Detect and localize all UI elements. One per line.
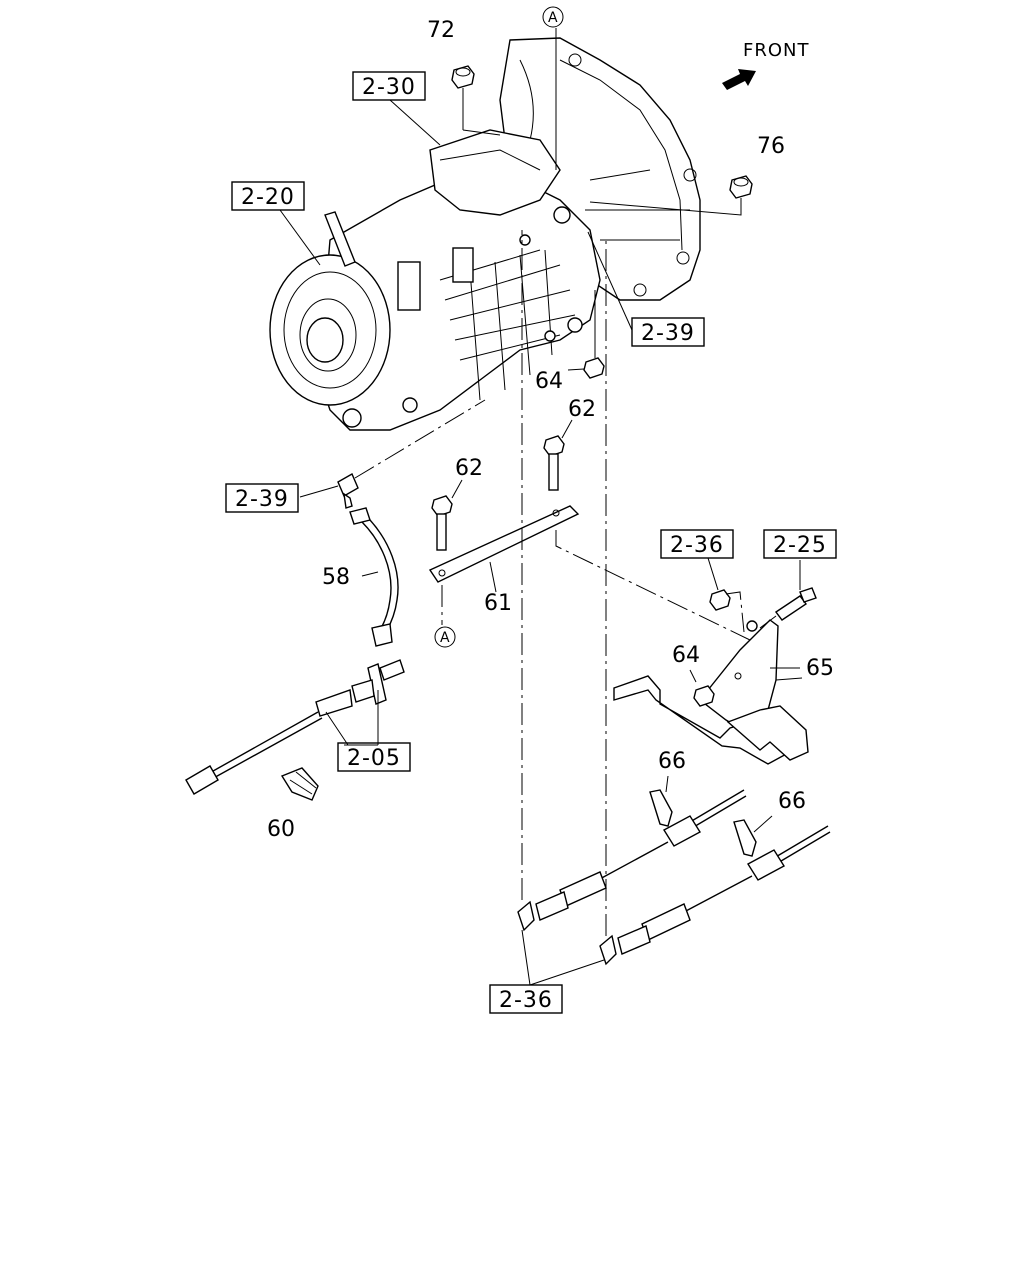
callout-64-lower: 64 bbox=[672, 643, 700, 668]
callout-65: 65 bbox=[806, 656, 834, 681]
svg-text:A: A bbox=[440, 630, 450, 646]
part-76-nut bbox=[589, 175, 753, 216]
shift-cable-lower bbox=[599, 240, 831, 966]
callout-61: 61 bbox=[484, 591, 512, 616]
shift-cable-upper bbox=[517, 230, 747, 932]
part-66-clip-right bbox=[733, 815, 773, 857]
reference-box-2-20: 2-20 bbox=[231, 181, 305, 211]
svg-text:2-36: 2-36 bbox=[670, 533, 724, 558]
front-direction-indicator: FRONT bbox=[722, 40, 810, 90]
callout-66-left: 66 bbox=[658, 749, 686, 774]
svg-text:2-30: 2-30 bbox=[362, 75, 416, 100]
part-65-bracket bbox=[613, 619, 809, 765]
leader-lines bbox=[279, 28, 800, 986]
marker-a-top: A bbox=[542, 6, 564, 28]
part-62-bolt-left bbox=[431, 479, 463, 551]
svg-text:2-05: 2-05 bbox=[347, 746, 401, 771]
reference-box-2-05: 2-05 bbox=[337, 742, 411, 772]
part-205-speedometer-cable bbox=[185, 659, 405, 795]
part-236-nut bbox=[707, 557, 745, 633]
callout-62-right: 62 bbox=[568, 397, 596, 422]
reference-box-2-39-upper: 2-39 bbox=[631, 317, 705, 347]
reference-box-2-39-lower: 2-39 bbox=[225, 483, 299, 513]
part-64-nut-lower bbox=[689, 669, 715, 707]
part-66-clip-left bbox=[649, 775, 673, 827]
callout-62-left: 62 bbox=[455, 456, 483, 481]
transmission-assembly bbox=[269, 37, 701, 431]
part-64-nut-upper bbox=[567, 290, 605, 379]
svg-text:2-20: 2-20 bbox=[241, 185, 295, 210]
callout-60: 60 bbox=[267, 817, 295, 842]
svg-text:2-39: 2-39 bbox=[235, 487, 289, 512]
svg-text:A: A bbox=[548, 10, 558, 26]
reference-box-2-36-upper: 2-36 bbox=[660, 529, 734, 559]
part-60-clip bbox=[280, 767, 319, 801]
callout-72: 72 bbox=[427, 18, 455, 43]
marker-a-bottom: A bbox=[434, 626, 456, 648]
svg-text:2-36: 2-36 bbox=[499, 988, 553, 1013]
front-label: FRONT bbox=[743, 40, 810, 61]
svg-text:2-25: 2-25 bbox=[773, 533, 827, 558]
svg-text:2-39: 2-39 bbox=[641, 321, 695, 346]
reference-box-2-36-lower: 2-36 bbox=[489, 984, 563, 1014]
reference-box-2-25: 2-25 bbox=[763, 529, 837, 559]
callout-64-upper: 64 bbox=[535, 369, 563, 394]
callout-76: 76 bbox=[757, 134, 785, 159]
part-225-bolt bbox=[759, 560, 817, 629]
front-arrow-icon bbox=[722, 69, 756, 90]
part-61-bracket bbox=[428, 505, 751, 641]
part-62-bolt-right bbox=[543, 419, 573, 491]
callout-66-right: 66 bbox=[778, 789, 806, 814]
part-72-nut bbox=[451, 65, 501, 136]
part-58-hose bbox=[337, 399, 486, 647]
callout-58: 58 bbox=[322, 565, 350, 590]
reference-box-2-30: 2-30 bbox=[352, 71, 426, 101]
